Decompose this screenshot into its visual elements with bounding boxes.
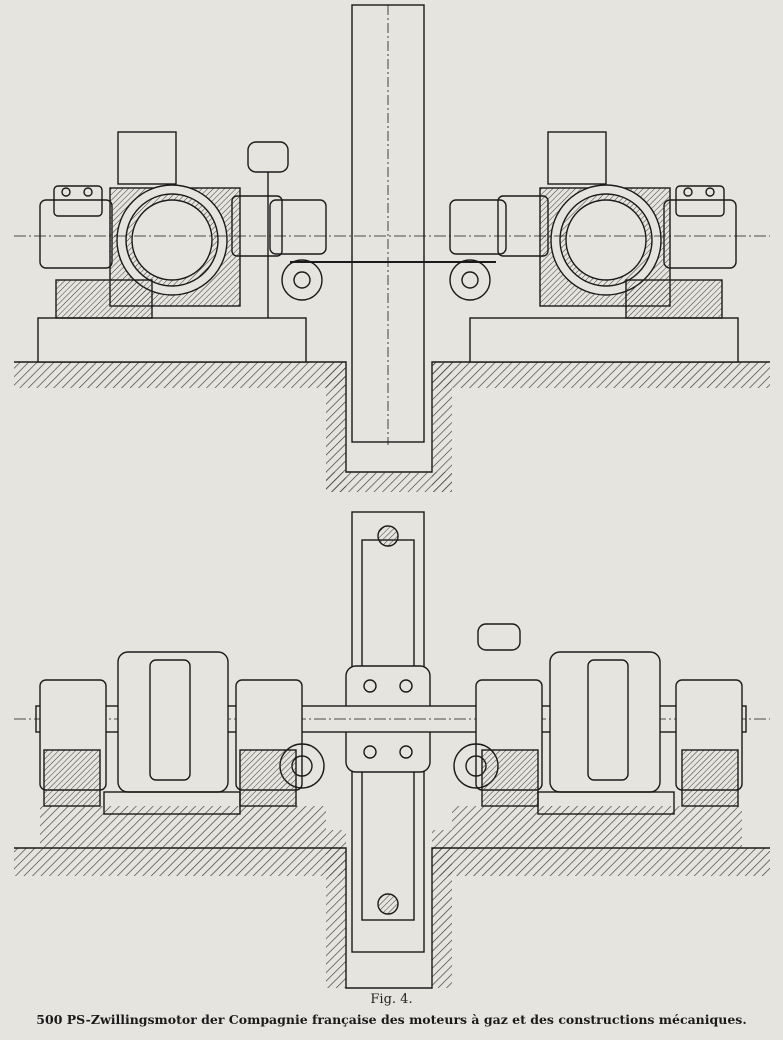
ground-hatch (14, 361, 770, 492)
left-engine-side (39, 131, 327, 319)
foundation-hatch (14, 806, 770, 989)
left-engine-plan (39, 651, 325, 815)
figure-4-label: Fig. 4. (370, 992, 413, 1007)
figure-3-side-view (14, 4, 770, 492)
right-base (469, 317, 739, 363)
figure-caption: 500 PS-Zwillingsmotor der Compagnie fran… (36, 1012, 747, 1027)
right-engine-plan (453, 623, 743, 815)
left-base (37, 317, 307, 363)
figure-4-plan-view (14, 511, 770, 989)
right-engine-side (449, 131, 737, 319)
